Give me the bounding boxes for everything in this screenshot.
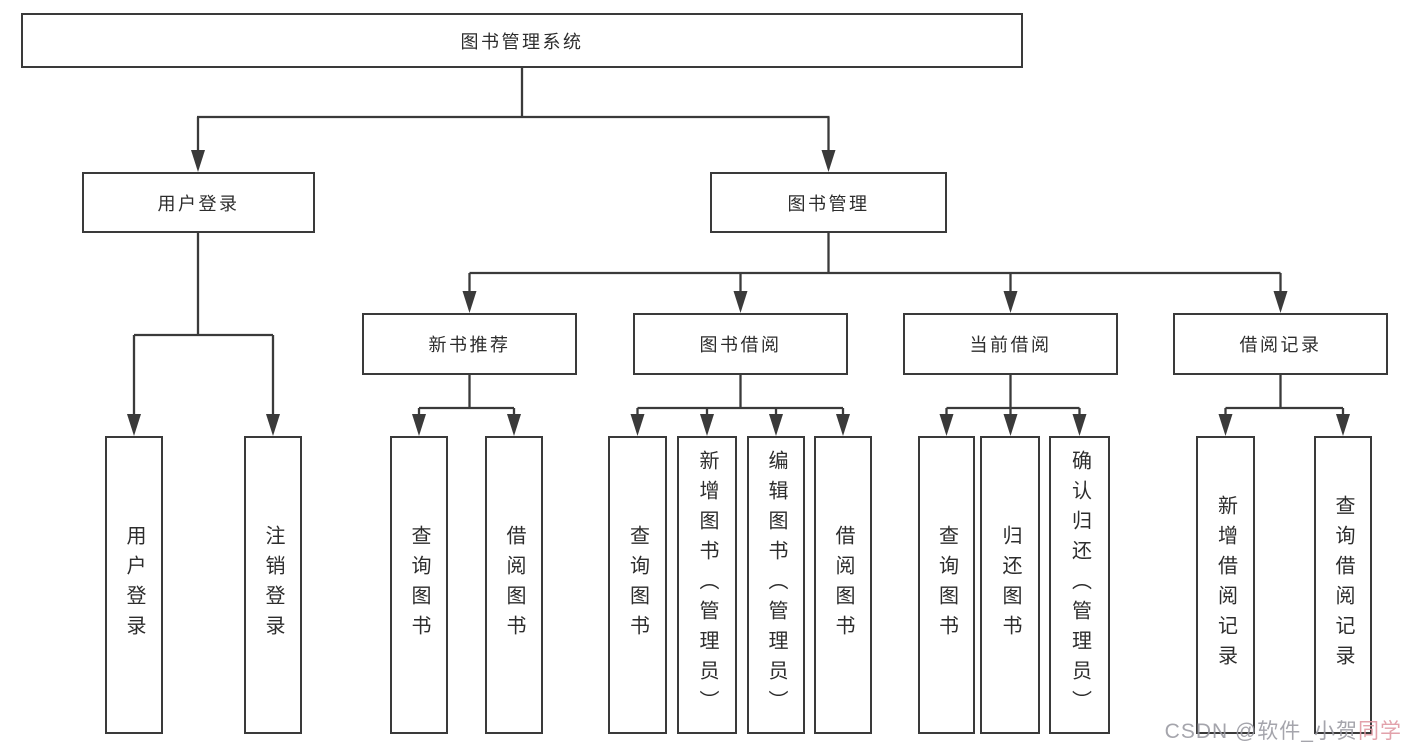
leaf-borrow-books-2: 借阅图书 <box>814 436 872 734</box>
leaf-edit-books-admin: 编辑图书（管理员） <box>747 436 805 734</box>
node-current-borrowing-label: 当前借阅 <box>969 335 1052 355</box>
csdn-watermark: CSDN @软件_小贺同学 <box>1165 715 1402 745</box>
leaf-query-books-3-label: 查询图书 <box>935 525 958 645</box>
leaf-add-borrow-record-label: 新增借阅记录 <box>1214 495 1237 675</box>
node-user-login-label: 用户登录 <box>157 193 240 214</box>
leaf-query-books-3: 查询图书 <box>918 436 975 734</box>
csdn-watermark-suffix: 同学 <box>1358 720 1402 743</box>
node-borrowing-records: 借阅记录 <box>1173 313 1388 375</box>
leaf-add-books-admin-label: 新增图书（管理员） <box>696 450 718 720</box>
leaf-edit-books-admin-label: 编辑图书（管理员） <box>765 450 787 720</box>
leaf-add-borrow-record: 新增借阅记录 <box>1196 436 1255 734</box>
node-book-borrowing: 图书借阅 <box>633 313 848 375</box>
leaf-query-books-1-label: 查询图书 <box>408 525 430 645</box>
node-library-system: 图书管理系统 <box>21 13 1023 68</box>
leaf-borrow-books-1-label: 借阅图书 <box>503 525 525 645</box>
leaf-query-borrow-record-label: 查询借阅记录 <box>1332 495 1354 675</box>
node-borrowing-records-label: 借阅记录 <box>1239 335 1322 355</box>
leaf-return-books: 归还图书 <box>980 436 1040 734</box>
leaf-borrow-books-2-label: 借阅图书 <box>832 525 854 645</box>
leaf-add-books-admin: 新增图书（管理员） <box>677 436 737 734</box>
node-book-borrowing-label: 图书借阅 <box>699 335 782 355</box>
leaf-user-login-label: 用户登录 <box>123 525 145 645</box>
leaf-confirm-return-admin: 确认归还（管理员） <box>1049 436 1110 734</box>
node-library-system-label: 图书管理系统 <box>460 31 584 52</box>
node-book-management-label: 图书管理 <box>787 193 870 214</box>
leaf-query-books-1: 查询图书 <box>390 436 448 734</box>
node-new-book-recommendation-label: 新书推荐 <box>428 335 511 355</box>
leaf-query-books-2-label: 查询图书 <box>626 525 649 645</box>
leaf-logout-label: 注销登录 <box>262 525 284 645</box>
leaf-borrow-books-1: 借阅图书 <box>485 436 543 734</box>
leaf-user-login: 用户登录 <box>105 436 163 734</box>
node-current-borrowing: 当前借阅 <box>903 313 1118 375</box>
leaf-query-books-2: 查询图书 <box>608 436 667 734</box>
leaf-logout: 注销登录 <box>244 436 302 734</box>
leaf-query-borrow-record: 查询借阅记录 <box>1314 436 1372 734</box>
node-new-book-recommendation: 新书推荐 <box>362 313 577 375</box>
node-book-management: 图书管理 <box>710 172 947 233</box>
node-user-login: 用户登录 <box>82 172 315 233</box>
leaf-confirm-return-admin-label: 确认归还（管理员） <box>1068 450 1091 720</box>
leaf-return-books-label: 归还图书 <box>999 525 1021 645</box>
csdn-watermark-prefix: CSDN @软件_小贺 <box>1164 720 1358 743</box>
